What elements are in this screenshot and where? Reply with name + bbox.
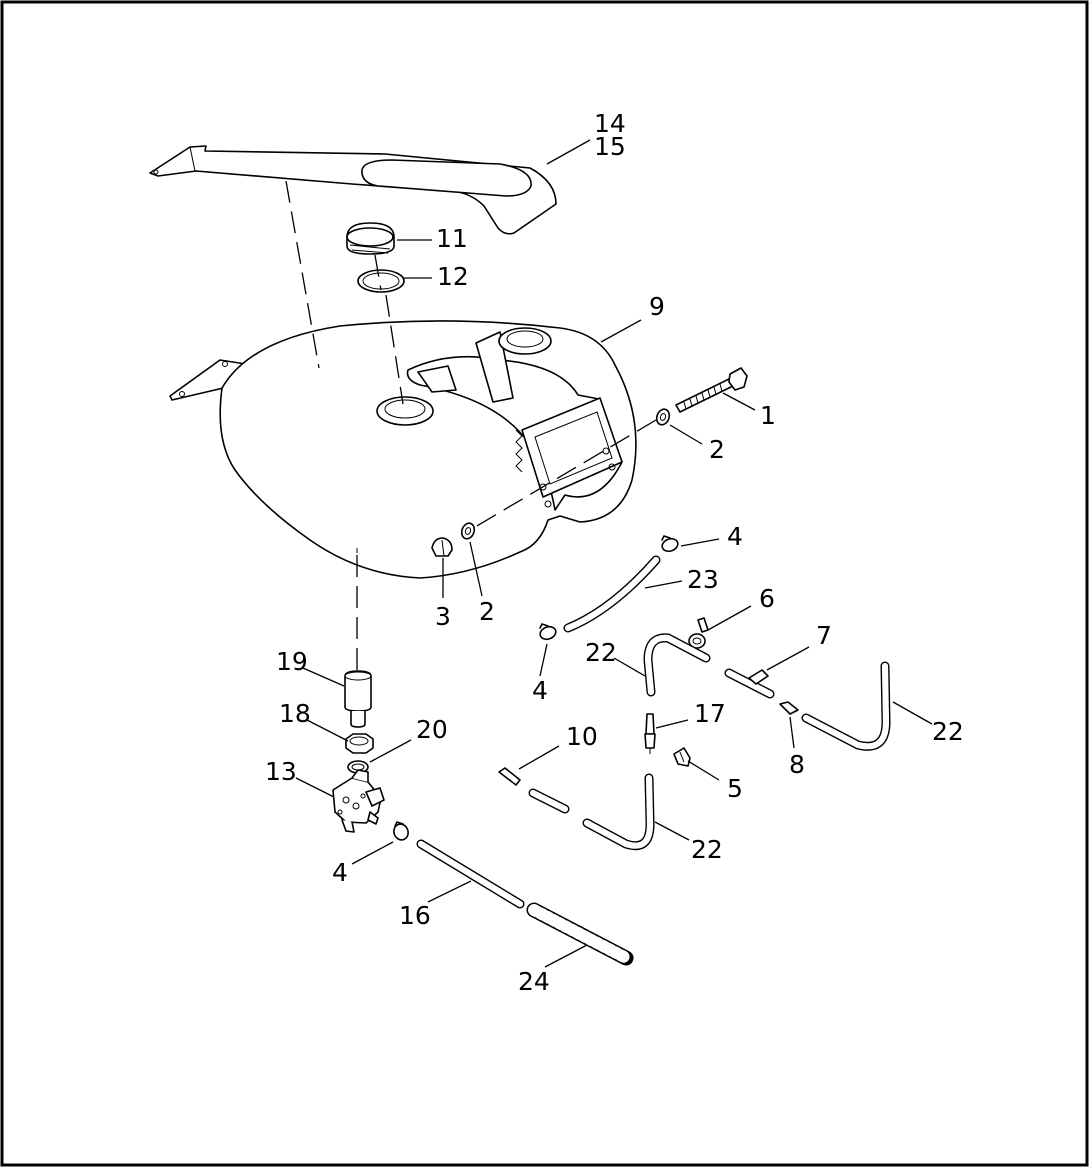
- clip-bracket: [673, 747, 691, 767]
- console-panel: [149, 145, 557, 235]
- callout-2-rear: 2: [709, 435, 725, 464]
- callout-17: 17: [694, 699, 726, 728]
- washer-rear: [655, 408, 671, 426]
- callout-6: 6: [759, 584, 775, 613]
- callout-11: 11: [436, 224, 468, 253]
- callout-5: 5: [727, 774, 743, 803]
- callout-22-right: 22: [932, 717, 964, 746]
- callout-4-upper: 4: [727, 522, 743, 551]
- callout-22-upper-left: 22: [585, 638, 617, 667]
- mounting-bolt: [675, 367, 748, 413]
- valve-nut: [345, 733, 374, 754]
- fuel-filter: [344, 670, 372, 728]
- fuel-valve: [332, 769, 385, 833]
- small-fitting: [779, 701, 799, 715]
- callout-1: 1: [760, 401, 776, 430]
- formed-hose-b: [801, 661, 891, 751]
- washer-front: [460, 522, 476, 540]
- hose-connector: [724, 668, 775, 699]
- assembly-lines: [285, 180, 657, 670]
- protective-coil: [526, 902, 634, 966]
- vent-hose: [563, 555, 661, 633]
- acorn-nut: [431, 537, 453, 557]
- callout-22-lower: 22: [691, 835, 723, 864]
- callout-14: 14: [594, 109, 626, 138]
- check-valve: [644, 713, 656, 754]
- callout-16: 16: [399, 901, 431, 930]
- callout-24: 24: [518, 967, 550, 996]
- hose-fitting: [498, 767, 570, 814]
- callout-13: 13: [265, 757, 297, 786]
- callout-labels: 14 15 11 12 9 1 2 3 2 4 23 6 7 22 4 19 1…: [265, 109, 964, 996]
- hose-clamp-middle: [539, 623, 557, 641]
- callout-15: 15: [594, 132, 626, 161]
- formed-hose-c: [582, 773, 655, 851]
- filler-cap: [346, 222, 395, 255]
- callout-10: 10: [566, 722, 598, 751]
- formed-hose-a: [643, 633, 711, 697]
- callout-4-lower: 4: [332, 858, 348, 887]
- callout-18: 18: [279, 699, 311, 728]
- callout-9: 9: [649, 292, 665, 321]
- callout-4-middle: 4: [532, 676, 548, 705]
- hose-clamp-lower: [393, 821, 409, 841]
- callout-12: 12: [437, 262, 469, 291]
- leader-lines: [295, 139, 933, 968]
- callout-20: 20: [416, 715, 448, 744]
- callout-3: 3: [435, 602, 451, 631]
- hose-clip: [688, 617, 709, 649]
- fuel-tank: [169, 320, 637, 579]
- hose-clamp-upper: [661, 535, 679, 553]
- callout-7: 7: [816, 621, 832, 650]
- callout-8: 8: [789, 750, 805, 779]
- fuel-line: [416, 839, 525, 909]
- callout-19: 19: [276, 647, 308, 676]
- callout-23: 23: [687, 565, 719, 594]
- callout-2-front: 2: [479, 597, 495, 626]
